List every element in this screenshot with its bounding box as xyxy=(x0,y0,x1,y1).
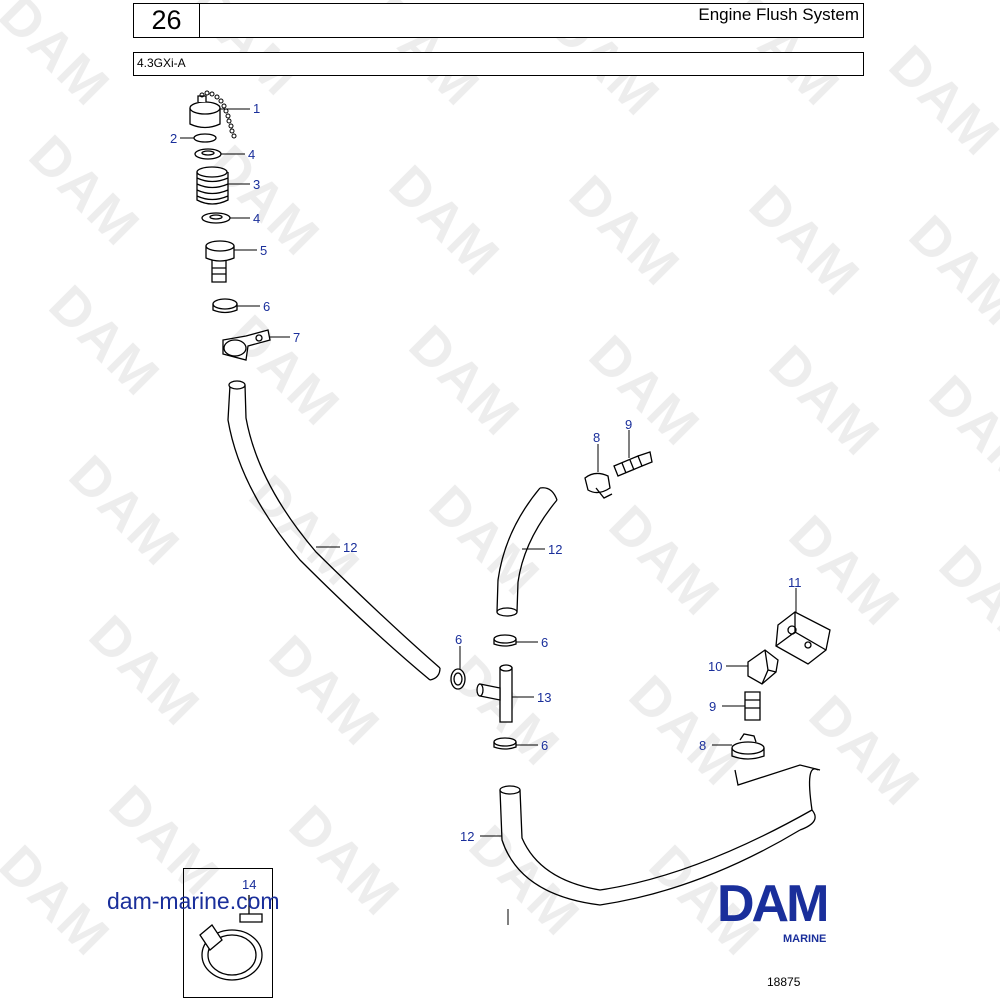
callout-label: 4 xyxy=(253,211,261,226)
part-hose-clamp xyxy=(212,298,238,314)
brand-logo: DAM xyxy=(717,875,829,933)
part-hose-clamp xyxy=(493,737,517,750)
part-ring xyxy=(193,133,217,143)
part-hose-clamp xyxy=(731,733,765,760)
callout-label: 6 xyxy=(263,299,271,314)
callout-label: 12 xyxy=(548,542,563,557)
callout-label: 14 xyxy=(242,877,257,892)
part-washer xyxy=(194,148,222,160)
page-number: 26 xyxy=(134,4,200,37)
callout-label: 6 xyxy=(541,738,549,753)
callout-label: 8 xyxy=(699,738,707,753)
part-mounting-block xyxy=(775,611,831,665)
callout-label: 9 xyxy=(709,699,717,714)
callout-label: 8 xyxy=(593,430,601,445)
callout-label: 11 xyxy=(788,575,802,590)
callout-label: 12 xyxy=(343,540,358,555)
part-cap xyxy=(189,90,237,139)
inset-frame xyxy=(183,868,273,998)
part-hose xyxy=(496,487,558,617)
website-link[interactable]: dam-marine.com xyxy=(107,888,280,914)
callout-label: 2 xyxy=(170,131,178,146)
part-hose-nipple xyxy=(744,691,761,721)
callout-label: 6 xyxy=(455,632,463,647)
part-threaded-bushing xyxy=(196,166,229,205)
callout-label: 12 xyxy=(460,829,475,844)
part-hose-fitting xyxy=(205,240,235,283)
part-tee-connector xyxy=(476,664,513,723)
callout-label: 13 xyxy=(537,690,552,705)
part-hose-clamp xyxy=(450,668,466,690)
part-worm-clamp xyxy=(199,895,263,981)
callout-label: 1 xyxy=(253,101,261,116)
brand-subtext: MARINE xyxy=(783,933,827,945)
part-washer xyxy=(201,212,231,224)
callout-label: 5 xyxy=(260,243,268,258)
part-hose xyxy=(227,380,441,681)
part-hose-nipple xyxy=(613,451,653,477)
figure-number: 18875 xyxy=(767,975,801,989)
callout-label: 3 xyxy=(253,177,261,192)
part-elbow xyxy=(747,649,779,685)
part-hose xyxy=(499,764,821,906)
model-bar: 4.3GXi-A xyxy=(133,52,864,76)
callout-label: 7 xyxy=(293,330,301,345)
callout-label: 6 xyxy=(541,635,549,650)
page-title: Engine Flush System xyxy=(698,5,859,24)
callout-label: 9 xyxy=(625,417,633,432)
part-hose-clamp xyxy=(584,472,613,499)
model-label: 4.3GXi-A xyxy=(137,56,186,70)
leader-lines xyxy=(180,108,797,925)
callout-label: 4 xyxy=(248,147,256,162)
callout-label: 10 xyxy=(708,659,723,674)
header-bar: 26 Engine Flush System xyxy=(133,3,864,38)
part-bracket-clip xyxy=(222,329,271,361)
part-hose-clamp xyxy=(493,634,517,647)
